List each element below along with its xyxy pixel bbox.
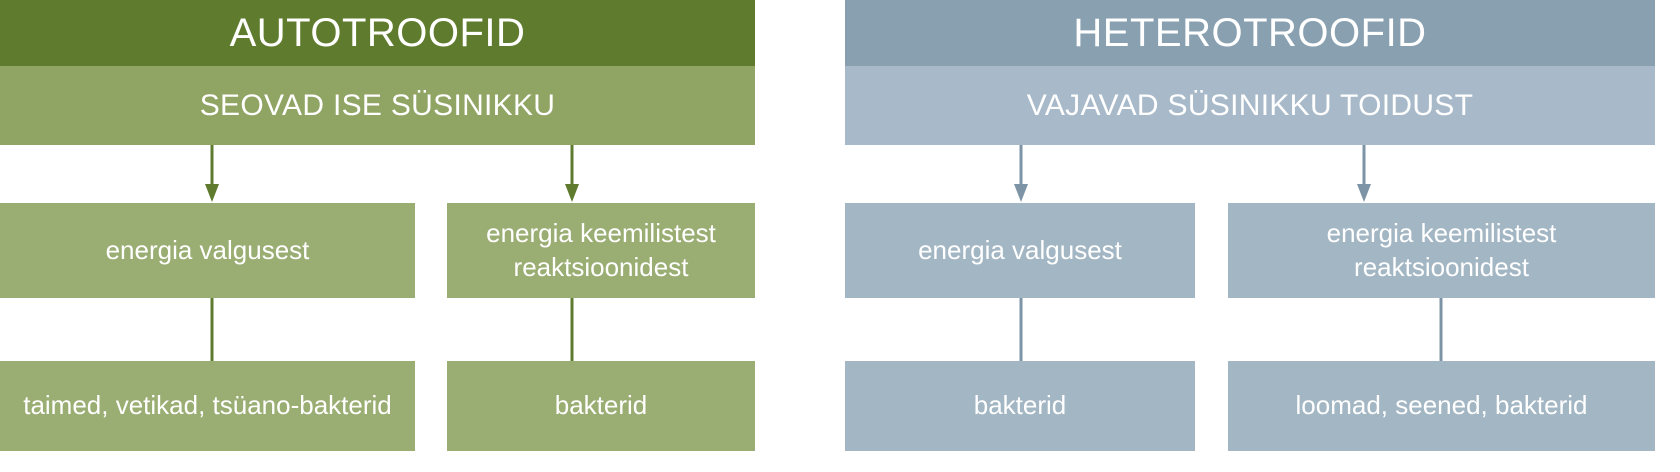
node-auto-light-organisms-label: taimed, vetikad, tsüano-bakterid bbox=[23, 390, 392, 421]
node-auto-chemical-energy: energia keemilistest reaktsioonidest bbox=[447, 203, 755, 298]
node-auto-chemical-organisms-label: bakterid bbox=[554, 390, 648, 421]
node-hetero-light-organisms: bakterid bbox=[845, 361, 1195, 451]
arrow-hetero-light-top bbox=[1012, 145, 1030, 203]
node-hetero-chemical-energy-label: energia keemilistest reaktsioonidest bbox=[1326, 218, 1557, 282]
node-hetero-light-energy: energia valgusest bbox=[845, 203, 1195, 298]
heterotroofid-title-label: HETEROTROOFID bbox=[1073, 11, 1427, 55]
arrow-auto-light-top bbox=[203, 145, 221, 203]
node-auto-light-energy-label: energia valgusest bbox=[105, 234, 310, 265]
arrow-hetero-chemical-top bbox=[1355, 145, 1373, 203]
autotroofid-subtitle-label: SEOVAD ISE SÜSINIKKU bbox=[199, 88, 556, 122]
autotroofid-title-banner: AUTOTROOFID bbox=[0, 0, 755, 66]
node-auto-light-energy: energia valgusest bbox=[0, 203, 415, 298]
heterotroofid-subtitle-banner: VAJAVAD SÜSINIKKU TOIDUST bbox=[845, 66, 1655, 145]
node-hetero-chemical-organisms: loomad, seened, bakterid bbox=[1228, 361, 1655, 451]
autotroofid-subtitle-banner: SEOVAD ISE SÜSINIKKU bbox=[0, 66, 755, 145]
node-hetero-light-organisms-label: bakterid bbox=[973, 390, 1067, 421]
node-auto-chemical-energy-label: energia keemilistest reaktsioonidest bbox=[486, 218, 716, 282]
autotroofid-title-label: AUTOTROOFID bbox=[229, 11, 526, 55]
node-hetero-chemical-energy: energia keemilistest reaktsioonidest bbox=[1228, 203, 1655, 298]
heterotroofid-subtitle-label: VAJAVAD SÜSINIKKU TOIDUST bbox=[1026, 88, 1474, 122]
node-auto-light-organisms: taimed, vetikad, tsüano-bakterid bbox=[0, 361, 415, 451]
heterotroofid-title-banner: HETEROTROOFID bbox=[845, 0, 1655, 66]
node-hetero-light-energy-label: energia valgusest bbox=[918, 234, 1122, 265]
arrow-auto-chemical-top bbox=[563, 145, 581, 203]
node-auto-chemical-organisms: bakterid bbox=[447, 361, 755, 451]
node-hetero-chemical-organisms-label: loomad, seened, bakterid bbox=[1295, 390, 1588, 421]
